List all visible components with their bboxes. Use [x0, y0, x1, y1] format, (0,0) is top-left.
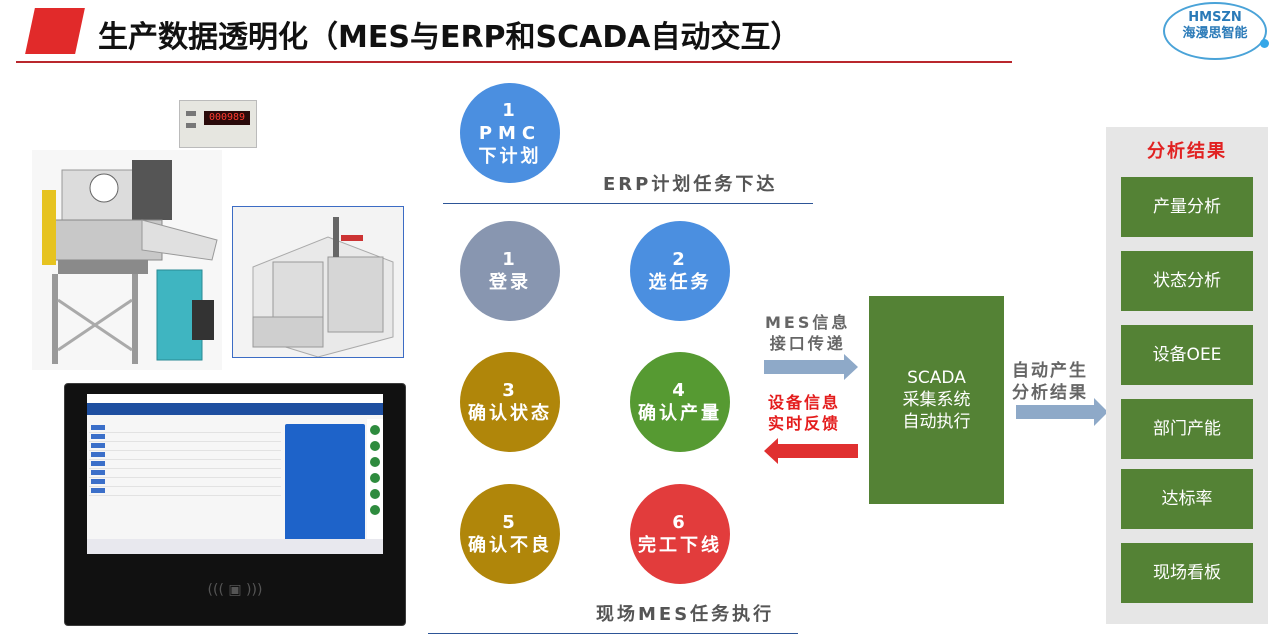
step-number: 1 [502, 99, 518, 121]
step-text: 确认不良 [468, 535, 552, 556]
counter-display: 000989 [204, 111, 250, 125]
logo-text-bottom: 海漫思智能 [1182, 26, 1248, 41]
step-text: 下计划 [478, 145, 542, 167]
step-text: 确认状态 [468, 403, 552, 424]
tablet-task-table [89, 424, 281, 496]
analysis-results-title: 分析结果 [1147, 141, 1227, 162]
step-text: 确认产量 [638, 403, 722, 424]
step-number: 3 [502, 380, 518, 401]
mes-section-divider [428, 633, 798, 634]
device-feedback-label: 设备信息 实时反馈 [768, 393, 841, 433]
diecut-machine-image [232, 206, 404, 358]
press-machine-image [32, 150, 222, 370]
step-number: 6 [672, 512, 688, 533]
arrow-left-icon [764, 438, 858, 464]
counter-button-icon [186, 123, 196, 128]
counter-device-image: 000989 [179, 100, 257, 148]
step-text: 选任务 [648, 272, 712, 293]
erp-pmc-step-circle: 1 PMC 下计划 [460, 83, 560, 183]
mes-section-label: 现场MES任务执行 [596, 604, 775, 625]
header-divider [16, 61, 1012, 63]
scada-system-box: SCADA 采集系统 自动执行 [869, 296, 1004, 504]
step-number: 1 [502, 249, 518, 270]
step-number: 2 [672, 249, 688, 270]
logo-text-top: HMSZN [1188, 10, 1242, 25]
result-status-analysis: 状态分析 [1121, 251, 1253, 311]
company-logo: HMSZN 海漫思智能 [1163, 2, 1269, 60]
step-text: 登录 [489, 272, 531, 293]
mes-step-login-circle: 1 登录 [460, 221, 560, 321]
result-equipment-oee: 设备OEE [1121, 325, 1253, 385]
mes-interface-label: MES信息 接口传递 [765, 313, 851, 353]
mes-step-confirm-output-circle: 4 确认产量 [630, 352, 730, 452]
arrow-right-icon [764, 354, 858, 380]
result-output-analysis: 产量分析 [1121, 177, 1253, 237]
result-department-capacity: 部门产能 [1121, 399, 1253, 459]
step-text: PMC [478, 122, 542, 144]
mes-step-select-task-circle: 2 选任务 [630, 221, 730, 321]
mes-step-finish-circle: 6 完工下线 [630, 484, 730, 584]
step-number: 5 [502, 512, 518, 533]
result-compliance-rate: 达标率 [1121, 469, 1253, 529]
auto-analysis-label: 自动产生 分析结果 [1012, 361, 1088, 403]
erp-section-divider [443, 203, 813, 204]
erp-section-label: ERP计划任务下达 [603, 174, 778, 195]
logo-dot-icon [1260, 39, 1269, 48]
mes-step-confirm-defect-circle: 5 确认不良 [460, 484, 560, 584]
step-text: 完工下线 [638, 535, 722, 556]
counter-button-icon [186, 111, 196, 116]
nfc-reader-icon: ((( ▣ ))) [207, 582, 263, 598]
result-site-dashboard: 现场看板 [1121, 543, 1253, 603]
arrow-right-icon [1016, 398, 1108, 426]
tablet-screen [87, 394, 383, 554]
page-title: 生产数据透明化（MES与ERP和SCADA自动交互） [98, 20, 801, 55]
header-accent-tag [25, 8, 85, 54]
tablet-terminal-image: ((( ▣ ))) [64, 383, 406, 626]
mes-step-confirm-status-circle: 3 确认状态 [460, 352, 560, 452]
step-number: 4 [672, 380, 688, 401]
analysis-results-panel: 分析结果 产量分析 状态分析 设备OEE 部门产能 达标率 现场看板 [1106, 127, 1268, 624]
tablet-info-panel [285, 424, 365, 544]
